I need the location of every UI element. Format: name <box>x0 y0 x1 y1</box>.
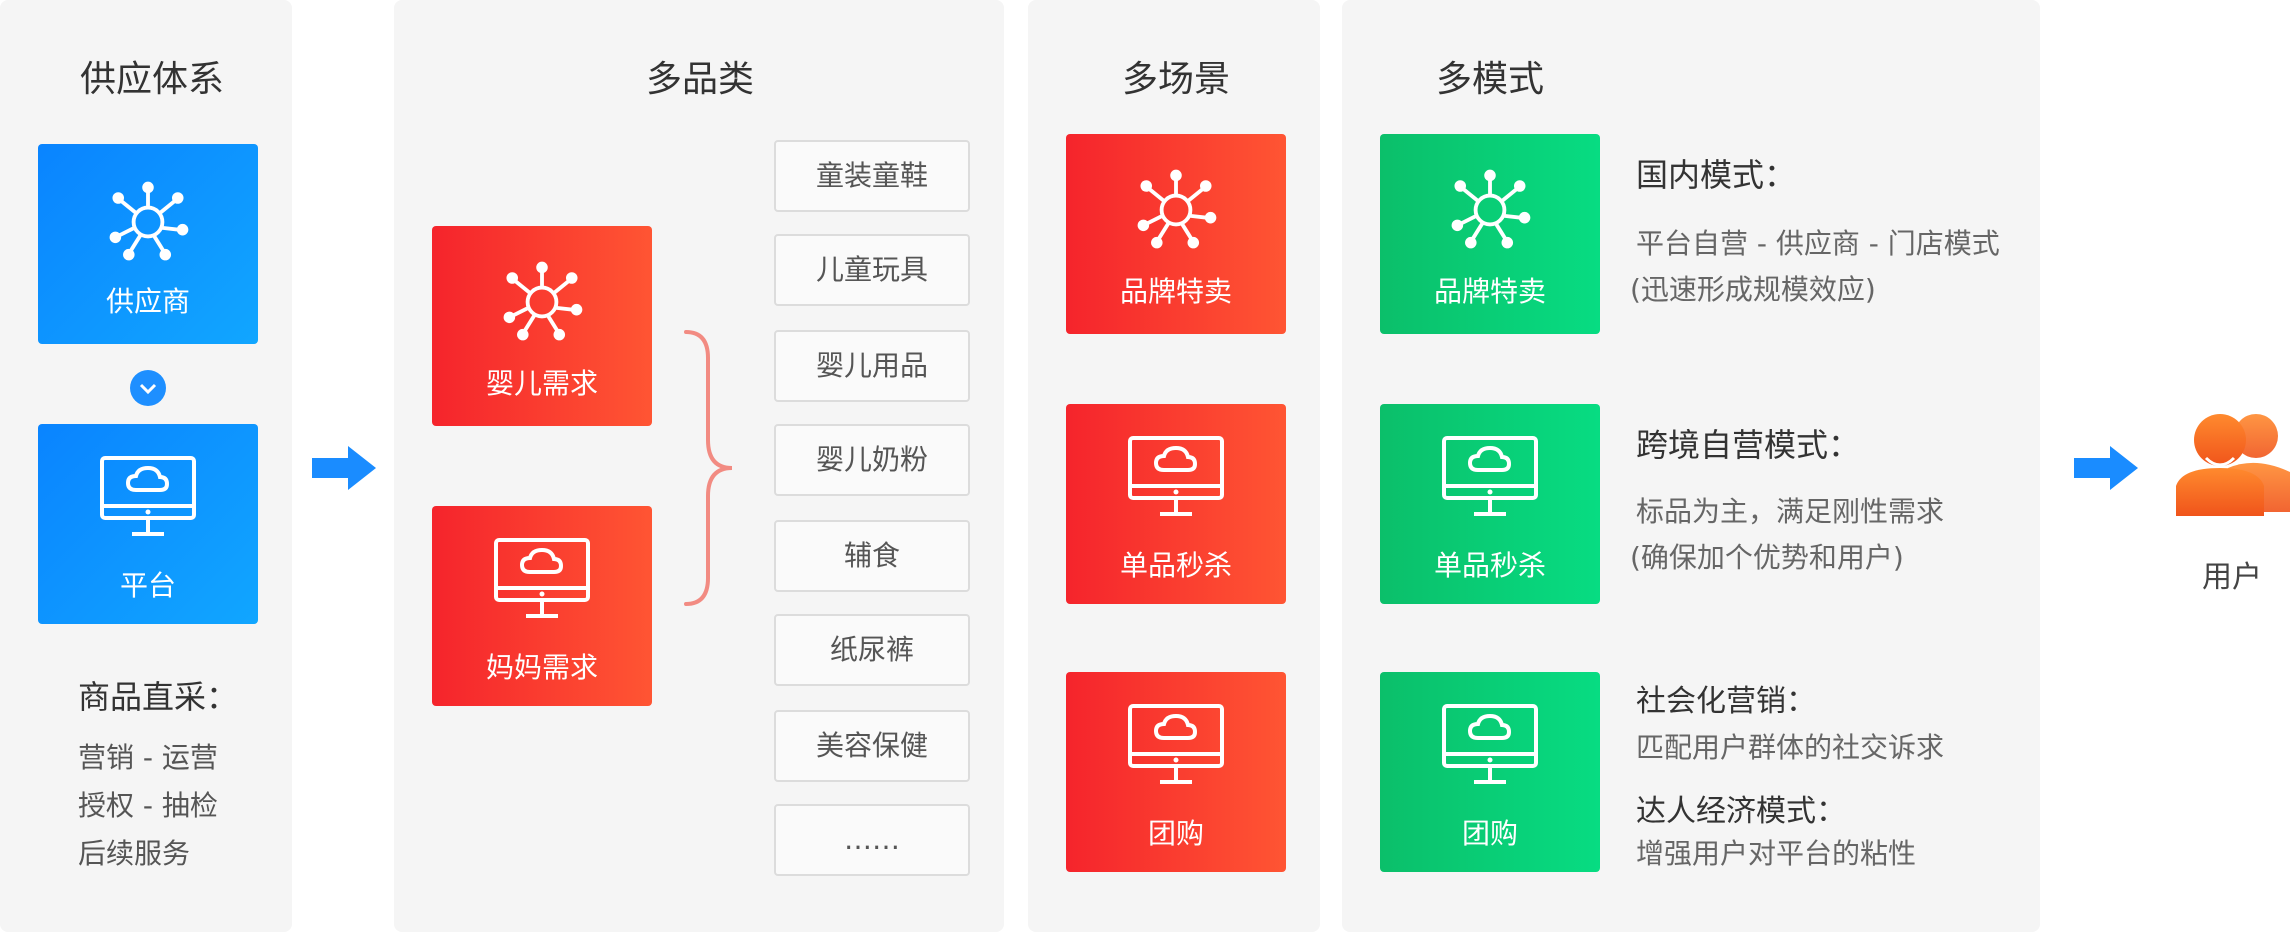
category-tag: 婴儿奶粉 <box>774 424 970 496</box>
category-tag: 辅食 <box>774 520 970 592</box>
curly-bracket <box>684 330 733 606</box>
scene-brand-sale-label: 品牌特卖 <box>1119 275 1232 308</box>
direct-item-3: 后续服务 <box>78 837 191 870</box>
kol-economy-line: 增强用户对平台的粘性 <box>1636 837 1917 870</box>
user-label: 用户 <box>2202 560 2262 595</box>
monitor-icon <box>98 454 198 544</box>
mode-group-buy-tile: 团购 <box>1380 672 1600 872</box>
social-marketing-line: 匹配用户群体的社交诉求 <box>1636 731 1945 764</box>
scene-brand-sale-tile: 品牌特卖 <box>1066 134 1286 334</box>
supplier-tile: 供应商 <box>38 144 258 344</box>
cross-border-line-1: 标品为主，满足刚性需求 <box>1636 495 1945 528</box>
network-icon <box>494 254 590 350</box>
domestic-mode-line-1: 平台自营 - 供应商 - 门店模式 <box>1636 227 2000 260</box>
domestic-mode-title: 国内模式： <box>1636 156 1797 194</box>
scene-title: 多场景 <box>1122 59 1231 100</box>
scene-flash-sale-label: 单品秒杀 <box>1119 549 1232 582</box>
scene-group-buy-label: 团购 <box>1147 817 1204 850</box>
supply-title: 供应体系 <box>80 59 225 100</box>
monitor-icon <box>492 536 592 626</box>
category-tag: 儿童玩具 <box>774 234 970 306</box>
mode-group-buy-label: 团购 <box>1461 817 1518 850</box>
category-tag: 婴儿用品 <box>774 330 970 402</box>
mom-demand-label: 妈妈需求 <box>485 651 598 684</box>
cross-border-title: 跨境自营模式： <box>1636 426 1861 464</box>
mode-flash-sale-tile: 单品秒杀 <box>1380 404 1600 604</box>
mode-brand-sale-label: 品牌特卖 <box>1433 275 1546 308</box>
baby-demand-label: 婴儿需求 <box>485 367 598 400</box>
arrow-right-icon <box>2074 446 2138 490</box>
direct-item-2: 授权 - 抽检 <box>78 789 218 822</box>
social-marketing-title: 社会化营销： <box>1636 684 1816 719</box>
chevron-down-icon <box>130 370 166 406</box>
monitor-icon <box>1440 434 1540 524</box>
supplier-label: 供应商 <box>105 285 190 318</box>
category-tag: 纸尿裤 <box>774 614 970 686</box>
mode-brand-sale-tile: 品牌特卖 <box>1380 134 1600 334</box>
network-icon <box>1442 162 1538 258</box>
domestic-mode-line-2: (迅速形成规模效应) <box>1630 273 1876 306</box>
arrow-right-icon <box>312 446 376 490</box>
platform-tile: 平台 <box>38 424 258 624</box>
monitor-icon <box>1440 702 1540 792</box>
cross-border-line-2: (确保加个优势和用户) <box>1630 541 1904 574</box>
mode-flash-sale-label: 单品秒杀 <box>1433 549 1546 582</box>
monitor-icon <box>1126 434 1226 524</box>
platform-label: 平台 <box>119 569 176 602</box>
network-icon <box>1128 162 1224 258</box>
baby-demand-tile: 婴儿需求 <box>432 226 652 426</box>
scene-flash-sale-tile: 单品秒杀 <box>1066 404 1286 604</box>
direct-item-1: 营销 - 运营 <box>78 741 218 774</box>
network-icon <box>100 174 196 270</box>
monitor-icon <box>1126 702 1226 792</box>
category-tag: 童装童鞋 <box>774 140 970 212</box>
scene-group-buy-tile: 团购 <box>1066 672 1286 872</box>
users-icon <box>2176 414 2290 516</box>
category-tag: …… <box>774 804 970 876</box>
direct-purchase-title: 商品直采： <box>78 678 239 716</box>
mom-demand-tile: 妈妈需求 <box>432 506 652 706</box>
category-title: 多品类 <box>646 59 755 100</box>
mode-title: 多模式 <box>1436 59 1545 100</box>
category-tag: 美容保健 <box>774 710 970 782</box>
kol-economy-title: 达人经济模式： <box>1636 794 1846 829</box>
